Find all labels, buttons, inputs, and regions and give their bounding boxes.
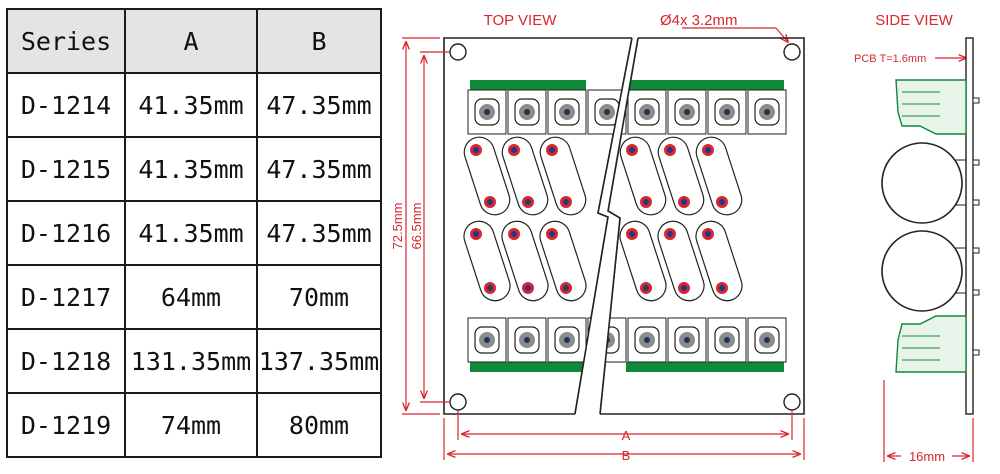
terminal-screw-icon: [747, 317, 787, 363]
dim-a-label: A: [622, 428, 631, 443]
fuse-holder-icon: [539, 136, 587, 216]
terminal-screw-icon: [707, 89, 747, 135]
table-cell: D-1218: [6, 328, 126, 394]
fuse-holder-icon: [619, 136, 667, 216]
fuse-holder-icon: [657, 136, 705, 216]
dimension-width: [443, 410, 805, 460]
side-width-label: 16mm: [909, 449, 945, 464]
break-lines: [574, 37, 639, 415]
terminal-screw-icon: [547, 317, 587, 363]
dim-b-label: B: [622, 448, 631, 463]
fuse-holder-icon: [695, 136, 743, 216]
table-cell: D-1217: [6, 264, 126, 330]
side-view-label: SIDE VIEW: [875, 12, 953, 29]
terminal-screw-icon: [507, 89, 547, 135]
terminal-screw-icon: [667, 317, 707, 363]
table-cell: 74mm: [124, 392, 258, 458]
fuse-holder-icon: [463, 220, 511, 302]
terminal-screw-icon: [667, 89, 707, 135]
fuse-holder-icon: [501, 136, 549, 216]
terminal-screw-icon: [627, 317, 667, 363]
fuse-holder-icon: [695, 220, 743, 302]
table-cell: 41.35mm: [124, 136, 258, 202]
table-header-cell: B: [256, 8, 382, 74]
terminal-screw-icon: [707, 317, 747, 363]
terminal-screw-icon: [627, 89, 667, 135]
hole-spec-leader: [775, 27, 788, 42]
table-header-cell: A: [124, 8, 258, 74]
hole-spec-label: Ø4x 3.2mm: [660, 12, 738, 29]
table-cell: 137.35mm: [256, 328, 382, 394]
terminal-screw-icon: [507, 317, 547, 363]
dimension-height: [402, 37, 450, 415]
terminal-screw-icon: [467, 89, 507, 135]
table-cell: 47.35mm: [256, 200, 382, 266]
terminal-screw-icon: [547, 89, 587, 135]
dimension-side-width: [883, 380, 974, 462]
top-view-label: TOP VIEW: [484, 12, 558, 29]
inner-height-label: 66.5mm: [409, 203, 424, 250]
fuse-holder-icon: [619, 220, 667, 302]
table-cell: 80mm: [256, 392, 382, 458]
table-cell: D-1219: [6, 392, 126, 458]
table-cell: 41.35mm: [124, 72, 258, 138]
technical-drawing: TOP VIEW Ø4x 3.2mm: [390, 12, 980, 464]
table-cell: 47.35mm: [256, 72, 382, 138]
fuse-holder-group: [463, 136, 743, 302]
table-cell: 41.35mm: [124, 200, 258, 266]
table-header-cell: Series: [6, 8, 126, 74]
terminal-block-top: [467, 80, 787, 135]
fuse-holder-icon: [463, 136, 511, 216]
terminal-block-bottom: [467, 317, 787, 372]
fuse-holder-icon: [657, 220, 705, 302]
outer-height-label: 72.5mm: [390, 203, 405, 250]
terminal-screw-icon: [747, 89, 787, 135]
table-cell: 131.35mm: [124, 328, 258, 394]
table-cell: 64mm: [124, 264, 258, 330]
table-cell: D-1216: [6, 200, 126, 266]
table-cell: D-1214: [6, 72, 126, 138]
table-cell: 47.35mm: [256, 136, 382, 202]
table-cell: D-1215: [6, 136, 126, 202]
fuse-holder-icon: [501, 220, 549, 302]
fuse-holder-icon: [539, 220, 587, 302]
side-view-pcb: [881, 37, 980, 415]
table-cell: 70mm: [256, 264, 382, 330]
terminal-screw-icon: [467, 317, 507, 363]
pcb-thickness-label: PCB T=1.6mm: [854, 53, 926, 65]
